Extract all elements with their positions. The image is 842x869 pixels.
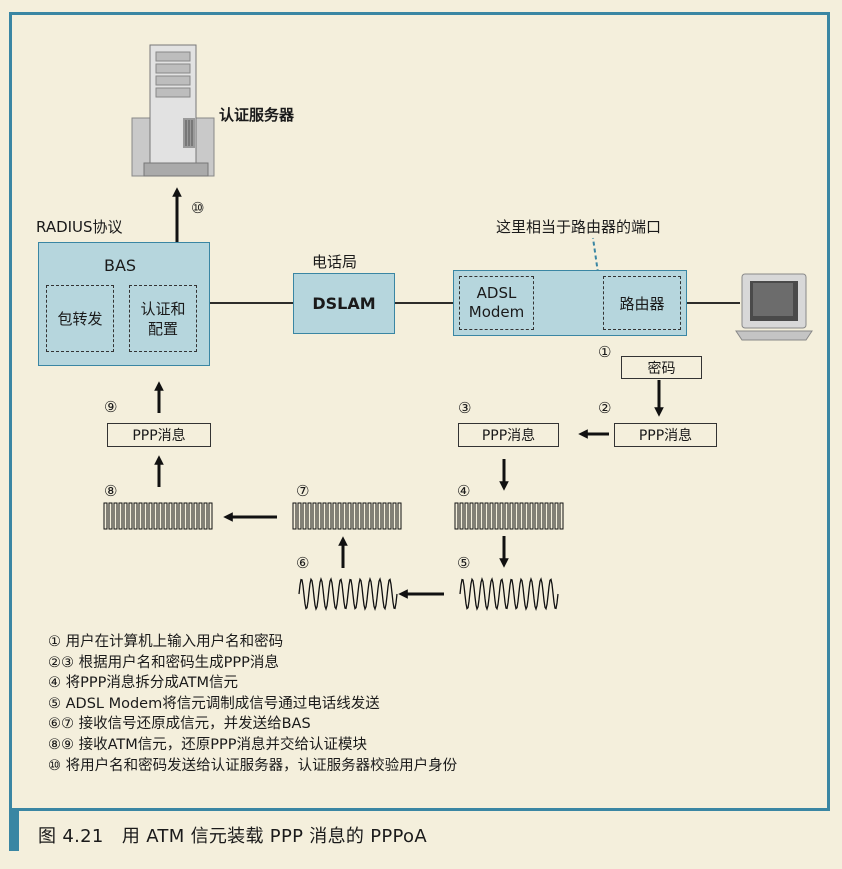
bas-forward-module: 包转发 bbox=[46, 285, 114, 352]
step10-label-top: ⑩ bbox=[191, 199, 205, 217]
atm-cell-row bbox=[103, 502, 213, 530]
adsl-label-line1: ADSL bbox=[476, 284, 517, 302]
legend-item-7: ⑩ 将用户名和密码发送给认证服务器，认证服务器校验用户身份 bbox=[48, 757, 458, 774]
phone-office-label: 电话局 bbox=[312, 253, 358, 271]
signal-wave bbox=[459, 576, 559, 612]
legend-item-6: ⑧⑨ 接收ATM信元，还原PPP消息并交给认证模块 bbox=[48, 736, 367, 753]
radius-label: RADIUS协议 bbox=[36, 218, 123, 236]
figure-caption: 图 4.21 用 ATM 信元装载 PPP 消息的 PPPoA bbox=[38, 826, 427, 847]
step4-label: ④ bbox=[457, 482, 471, 500]
step2-label: ② bbox=[598, 399, 612, 417]
server-icon bbox=[131, 44, 215, 177]
signal-wave-icon bbox=[298, 576, 559, 612]
legend-item-5: ⑥⑦ 接收信号还原成信元，并发送给BAS bbox=[48, 716, 311, 733]
legend-item-2: ②③ 根据用户名和密码生成PPP消息 bbox=[48, 654, 279, 671]
adsl-label-line2: Modem bbox=[468, 303, 525, 321]
home-router-box bbox=[453, 270, 687, 336]
auth-server-label: 认证服务器 bbox=[219, 106, 295, 124]
bas-title: BAS bbox=[104, 256, 137, 275]
ppp-message-label-left: PPP消息 bbox=[132, 428, 186, 444]
adsl-modem-module: ADSL Modem bbox=[459, 276, 534, 330]
step1-label: ① bbox=[598, 343, 612, 361]
step9-label: ⑨ bbox=[104, 398, 118, 416]
router-label: 路由器 bbox=[619, 294, 665, 313]
legend-item-1: ① 用户在计算机上输入用户名和密码 bbox=[48, 634, 284, 650]
bas-auth-module: 认证和 配置 bbox=[129, 285, 197, 352]
dslam-label: DSLAM bbox=[312, 294, 376, 313]
bas-auth-label-line2: 配置 bbox=[147, 319, 178, 338]
step3-label: ③ bbox=[458, 399, 472, 417]
ppp-message-box-left: PPP消息 bbox=[107, 423, 211, 447]
computer-icon bbox=[735, 273, 813, 341]
step6-label: ⑥ bbox=[296, 554, 310, 572]
caption-bar bbox=[9, 811, 19, 851]
password-label: 密码 bbox=[647, 360, 676, 377]
figure-frame bbox=[9, 12, 830, 811]
bas-box bbox=[38, 242, 210, 366]
step5-label: ⑤ bbox=[457, 554, 471, 572]
bas-forward-label: 包转发 bbox=[57, 310, 103, 328]
ppp-message-box-middle: PPP消息 bbox=[458, 423, 559, 447]
router-module: 路由器 bbox=[603, 276, 681, 330]
step8-label: ⑧ bbox=[104, 482, 118, 500]
legend-item-4: ⑤ ADSL Modem将信元调制成信号通过电话线发送 bbox=[48, 695, 380, 712]
atm-cells-icon bbox=[103, 502, 564, 530]
bas-auth-label-line1: 认证和 bbox=[140, 299, 186, 318]
step7-label: ⑦ bbox=[296, 482, 310, 500]
atm-cell-row bbox=[454, 502, 564, 530]
signal-wave bbox=[298, 576, 398, 612]
atm-cell-row bbox=[292, 502, 402, 530]
dslam-box: DSLAM bbox=[293, 273, 395, 334]
password-box: 密码 bbox=[621, 356, 702, 379]
ppp-message-box-right: PPP消息 bbox=[614, 423, 717, 447]
ppp-message-label-right: PPP消息 bbox=[638, 428, 693, 444]
step-legend: ① 用户在计算机上输入用户名和密码 ②③ 根据用户名和密码生成PPP消息 ④ 将… bbox=[48, 632, 457, 776]
ppp-message-label-middle: PPP消息 bbox=[481, 428, 536, 444]
router-port-note: 这里相当于路由器的端口 bbox=[496, 218, 662, 236]
legend-item-3: ④ 将PPP消息拆分成ATM信元 bbox=[48, 675, 239, 692]
